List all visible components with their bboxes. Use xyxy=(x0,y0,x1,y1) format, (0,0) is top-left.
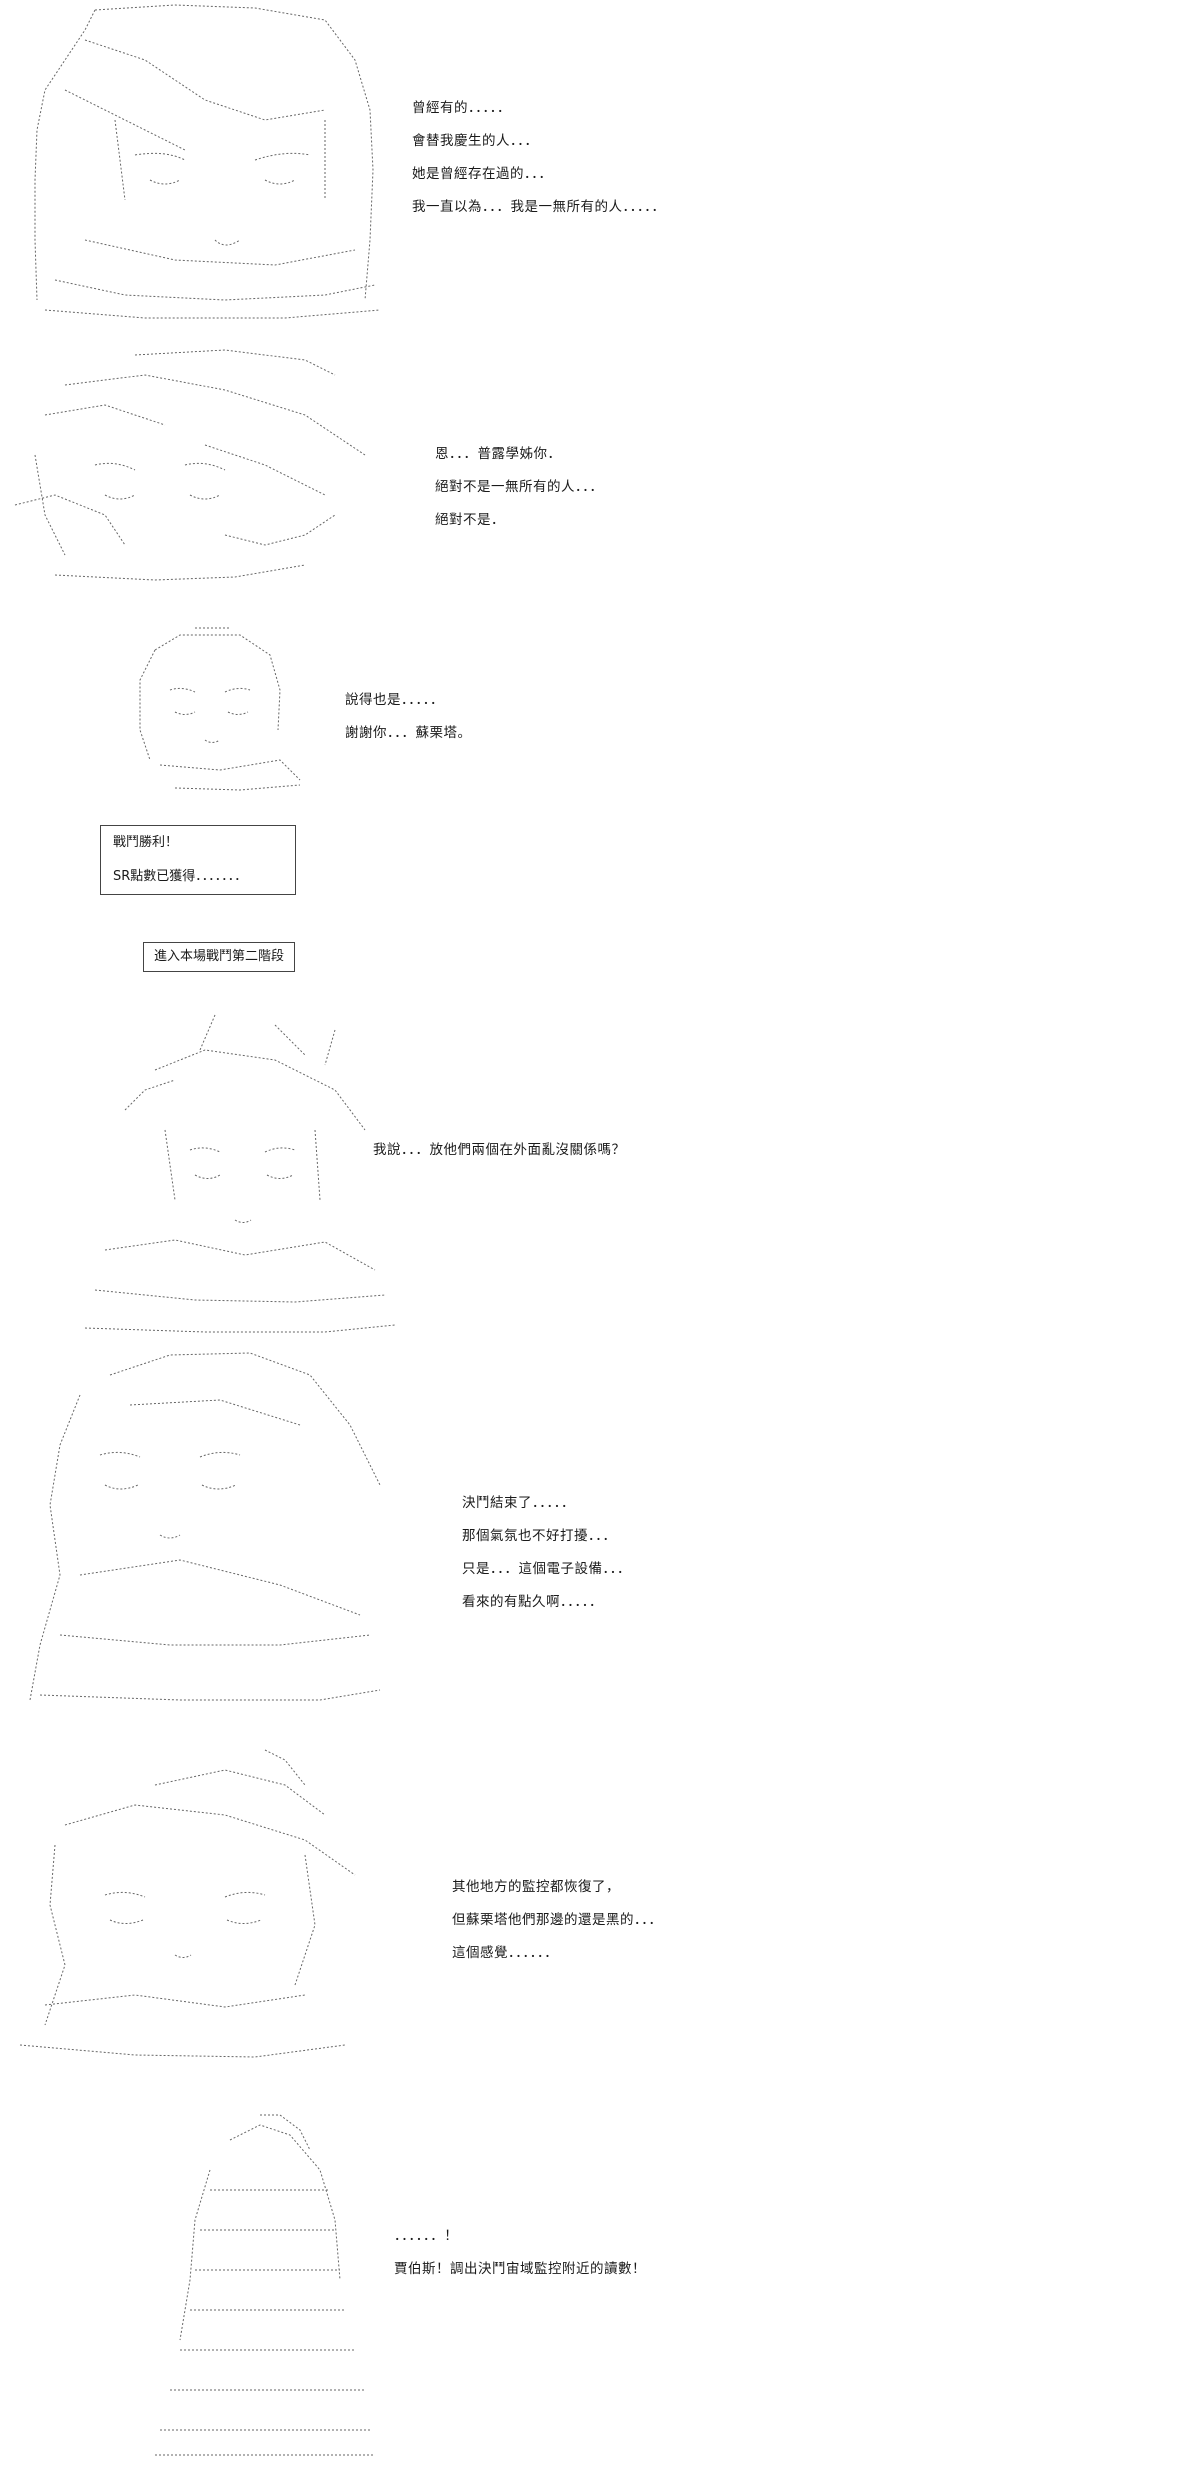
scene-6-dialogue: 其他地方的監控都恢復了， 但蘇栗塔他們那邊的還是黑的．．． 這個感覺．．．．．． xyxy=(452,1871,663,1970)
scene-4-dialogue: 我說．．．放他們兩個在外面亂沒關係嗎？ xyxy=(373,1134,626,1167)
scene-3-dialogue: 說得也是．．．．． 謝謝你．．．蘇栗塔。 xyxy=(345,684,472,750)
scene-4: 我說．．．放他們兩個在外面亂沒關係嗎？ xyxy=(0,1010,1200,1340)
dialogue-line: 謝謝你．．．蘇栗塔。 xyxy=(345,725,472,741)
scene-3: 說得也是．．．．． 謝謝你．．．蘇栗塔。 xyxy=(0,620,1200,800)
dialogue-line: 說得也是．．．．． xyxy=(345,692,444,708)
ascii-art-character-small-icon xyxy=(120,620,310,795)
scene-7-dialogue: ．．．．．．！ 賈伯斯！調出決鬥宙域監控附近的讀數！ xyxy=(394,2220,646,2286)
dialogue-line: 但蘇栗塔他們那邊的還是黑的．．． xyxy=(452,1912,663,1928)
dialogue-line: 其他地方的監控都恢復了， xyxy=(452,1879,620,1895)
battle-result-box: 戰鬥勝利！ SR點數已獲得．．．．．．． xyxy=(100,825,296,895)
scene-6: 其他地方的監控都恢復了， 但蘇栗塔他們那邊的還是黑的．．． 這個感覺．．．．．． xyxy=(0,1745,1200,2075)
dialogue-line: ．．．．．．！ xyxy=(394,2228,459,2244)
dialogue-line: 決鬥結束了．．．．． xyxy=(462,1495,575,1511)
dialogue-line: 我一直以為．．．我是一無所有的人．．．．． xyxy=(412,199,666,215)
dialogue-line: 她是曾經存在過的．．． xyxy=(412,166,553,182)
dialogue-line: 只是．．．這個電子設備．．． xyxy=(462,1561,631,1577)
ascii-art-character-cap-icon xyxy=(5,1745,375,2070)
battle-result-points: SR點數已獲得．．．．．．． xyxy=(113,869,248,884)
dialogue-line: 看來的有點久啊．．．．． xyxy=(462,1594,603,1610)
dialogue-line: 那個氣氛也不好打擾．．． xyxy=(462,1528,617,1544)
scene-2: 恩．．．普露學姊你． 絕對不是一無所有的人．．． 絕對不是． xyxy=(0,330,1200,600)
scene-1: 曾經有的．．．．． 會替我慶生的人．．． 她是曾經存在過的．．． 我一直以為．．… xyxy=(0,0,1200,330)
ascii-art-character-sitting-icon xyxy=(25,0,390,320)
dialogue-line: 曾經有的．．．．． xyxy=(412,100,511,116)
battle-result-title: 戰鬥勝利！ xyxy=(113,835,179,850)
scene-2-dialogue: 恩．．．普露學姊你． 絕對不是一無所有的人．．． 絕對不是． xyxy=(435,438,604,537)
scene-1-dialogue: 曾經有的．．．．． 會替我慶生的人．．． 她是曾經存在過的．．． 我一直以為．．… xyxy=(412,92,666,224)
dialogue-line: 絕對不是一無所有的人．．． xyxy=(435,479,604,495)
ascii-art-character-hat-icon xyxy=(5,345,385,590)
stage-banner: 進入本場戰鬥第二階段 xyxy=(143,942,296,972)
dialogue-line: 賈伯斯！調出決鬥宙域監控附近的讀數！ xyxy=(394,2261,646,2277)
dialogue-line: 絕對不是． xyxy=(435,512,505,528)
dialogue-line: 恩．．．普露學姊你． xyxy=(435,446,562,462)
ascii-art-character-back-icon xyxy=(140,2110,380,2460)
dialogue-line: 會替我慶生的人．．． xyxy=(412,133,539,149)
scene-5: 決鬥結束了．．．．． 那個氣氛也不好打擾．．． 只是．．．這個電子設備．．． 看… xyxy=(0,1345,1200,1710)
dialogue-line: 我說．．．放他們兩個在外面亂沒關係嗎？ xyxy=(373,1142,626,1158)
scene-7: ．．．．．．！ 賈伯斯！調出決鬥宙域監控附近的讀數！ xyxy=(0,2110,1200,2465)
scene-5-dialogue: 決鬥結束了．．．．． 那個氣氛也不好打擾．．． 只是．．．這個電子設備．．． 看… xyxy=(462,1487,631,1619)
ascii-art-character-hood-icon xyxy=(20,1345,390,1705)
ascii-art-character-spiky-icon xyxy=(75,1010,400,1335)
dialogue-line: 這個感覺．．．．．． xyxy=(452,1945,559,1961)
